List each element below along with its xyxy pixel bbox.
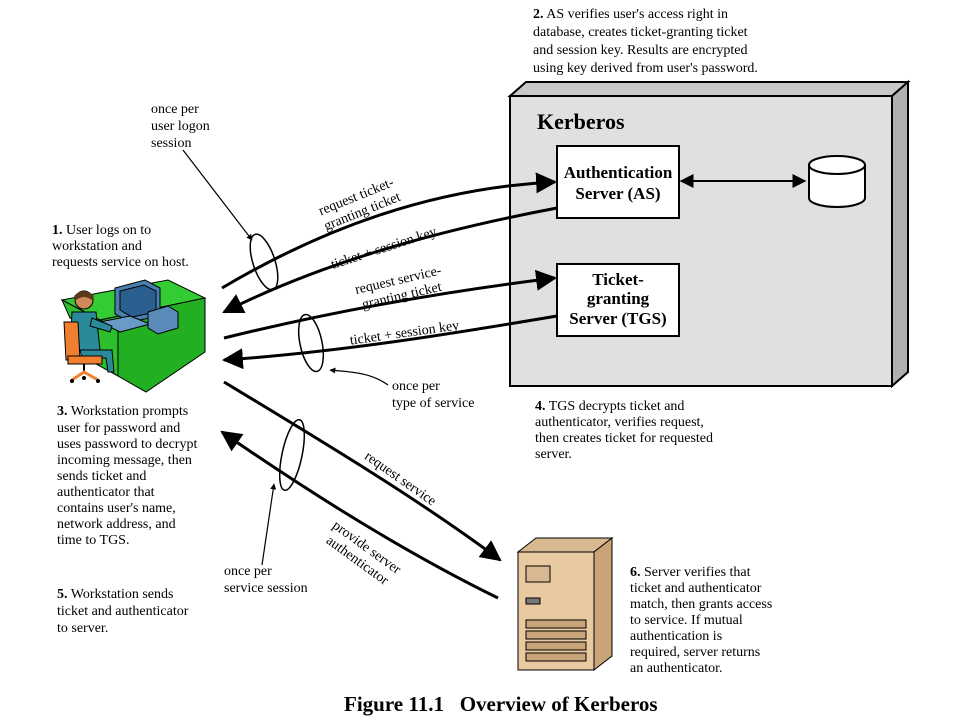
step-4-line3: then creates ticket for requested <box>535 431 713 446</box>
svg-text:3. Workstation prompts: 3. Workstation prompts <box>57 404 188 419</box>
step-6-line2: ticket and authenticator <box>630 581 762 596</box>
callout-per-logon-line3: session <box>151 136 191 151</box>
kerberos-system-box <box>507 79 911 389</box>
arrow-request-service <box>223 380 502 562</box>
step-1-note: 1. User logs on to workstation and reque… <box>52 223 189 270</box>
tgs-label-line1: Ticket- <box>592 270 644 289</box>
callout-per-service-type: once per type of service <box>392 379 474 411</box>
step-3-number: 3. <box>57 404 68 419</box>
step-3-line4: incoming message, then <box>57 453 192 468</box>
svg-text:5. Workstation sends: 5. Workstation sends <box>57 587 173 602</box>
step-3-line7: contains user's name, <box>57 501 176 516</box>
callout-arrow-logon <box>182 149 253 241</box>
step-6-number: 6. <box>630 565 641 580</box>
step-1-line1: User logs on to <box>63 223 152 238</box>
svg-text:4. TGS decrypts ticket and: 4. TGS decrypts ticket and <box>535 399 684 414</box>
step-3-line8: network address, and <box>57 517 176 532</box>
grouping-ellipse-service-session <box>278 418 306 492</box>
step-3-line5: sends ticket and <box>57 469 146 484</box>
label-request-tgt: request ticket- granting ticket <box>317 175 403 234</box>
step-3-line2: user for password and <box>57 421 180 436</box>
label-ticket-session-key-1: ticket + session key <box>329 225 438 273</box>
step-4-line1: TGS decrypts ticket and <box>546 399 685 414</box>
step-3-line3: uses password to decrypt <box>57 437 197 452</box>
step-4-note: 4. TGS decrypts ticket and authenticator… <box>535 399 713 462</box>
arrow-request-sgt <box>223 269 558 340</box>
step-2-line1: AS verifies user's access right in <box>544 7 728 22</box>
step-3-note: 3. Workstation prompts user for password… <box>57 404 197 548</box>
callout-per-service-session: once per service session <box>224 564 308 596</box>
step-5-line3: to server. <box>57 621 108 636</box>
callout-per-service-type-line1: once per <box>392 379 440 394</box>
step-6-line5: authentication is <box>630 629 722 644</box>
step-3-line9: time to TGS. <box>57 533 129 548</box>
callout-per-logon-line2: user logon <box>151 119 210 134</box>
step-5-line2: ticket and authenticator <box>57 604 189 619</box>
callout-per-logon: once per user logon session <box>151 102 210 151</box>
step-6-note: 6. Server verifies that ticket and authe… <box>630 565 772 676</box>
callout-per-service-session-line1: once per <box>224 564 272 579</box>
arrow-request-tgt <box>221 172 558 290</box>
step-6-line3: match, then grants access <box>630 597 772 612</box>
step-2-number: 2. <box>533 7 544 22</box>
step-1-line3: requests service on host. <box>52 255 189 270</box>
tgs-label-line3: Server (TGS) <box>569 309 666 328</box>
svg-text:2. AS verifies user's access r: 2. AS verifies user's access right in <box>533 7 728 22</box>
callout-per-service-session-line2: service session <box>224 581 308 596</box>
label-request-service: request service <box>361 449 438 509</box>
step-3-line6: authenticator that <box>57 485 155 500</box>
label-request-sgt: request service- granting ticket <box>354 263 444 312</box>
step-4-line2: authenticator, verifies request, <box>535 415 704 430</box>
step-6-line1: Server verifies that <box>641 565 751 580</box>
callout-per-logon-line1: once per <box>151 102 199 117</box>
step-1-line2: workstation and <box>52 239 142 254</box>
database-icon <box>808 155 866 208</box>
step-2-note: 2. AS verifies user's access right in da… <box>533 7 758 76</box>
callout-per-service-type-line2: type of service <box>392 396 474 411</box>
kerberos-label: Kerberos <box>537 109 625 134</box>
svg-text:6. Server verifies that: 6. Server verifies that <box>630 565 751 580</box>
step-4-number: 4. <box>535 399 546 414</box>
step-5-number: 5. <box>57 587 68 602</box>
grouping-ellipse-service-type <box>297 313 325 373</box>
step-1-number: 1. <box>52 223 63 238</box>
step-5-note: 5. Workstation sends ticket and authenti… <box>57 587 189 636</box>
step-2-line4: using key derived from user's password. <box>533 61 758 76</box>
workstation-illustration <box>60 279 207 393</box>
step-6-line6: required, server returns <box>630 645 760 660</box>
server-illustration <box>516 536 614 672</box>
as-label-line1: Authentication <box>564 163 673 182</box>
as-label-line2: Server (AS) <box>575 184 660 203</box>
step-2-line2: database, creates ticket-granting ticket <box>533 25 748 40</box>
svg-text:1. User logs on to: 1. User logs on to <box>52 223 151 238</box>
arrow-ticket-session-key-1 <box>222 206 558 314</box>
step-6-line7: an authenticator. <box>630 661 723 676</box>
arrow-provide-authenticator <box>220 430 499 600</box>
grouping-ellipse-logon <box>249 233 279 291</box>
label-ticket-session-key-2: ticket + session key <box>349 318 460 348</box>
label-provide-authenticator: provide server authenticator <box>323 518 404 588</box>
arrow-ticket-session-key-2 <box>221 314 558 370</box>
step-3-line1: Workstation prompts <box>68 404 189 419</box>
callout-arrow-service-session <box>261 483 277 566</box>
callout-arrow-service-type <box>329 367 389 386</box>
authentication-server-box: Authentication Server (AS) <box>556 145 680 219</box>
figure-caption: Figure 11.1 Overview of Kerberos <box>344 692 658 716</box>
tgs-label-line2: granting <box>587 289 650 308</box>
ticket-granting-server-box: Ticket- granting Server (TGS) <box>556 263 680 337</box>
step-4-line4: server. <box>535 447 572 462</box>
step-6-line4: to service. If mutual <box>630 613 743 628</box>
step-5-line1: Workstation sends <box>68 587 174 602</box>
step-2-line3: and session key. Results are encrypted <box>533 43 747 58</box>
